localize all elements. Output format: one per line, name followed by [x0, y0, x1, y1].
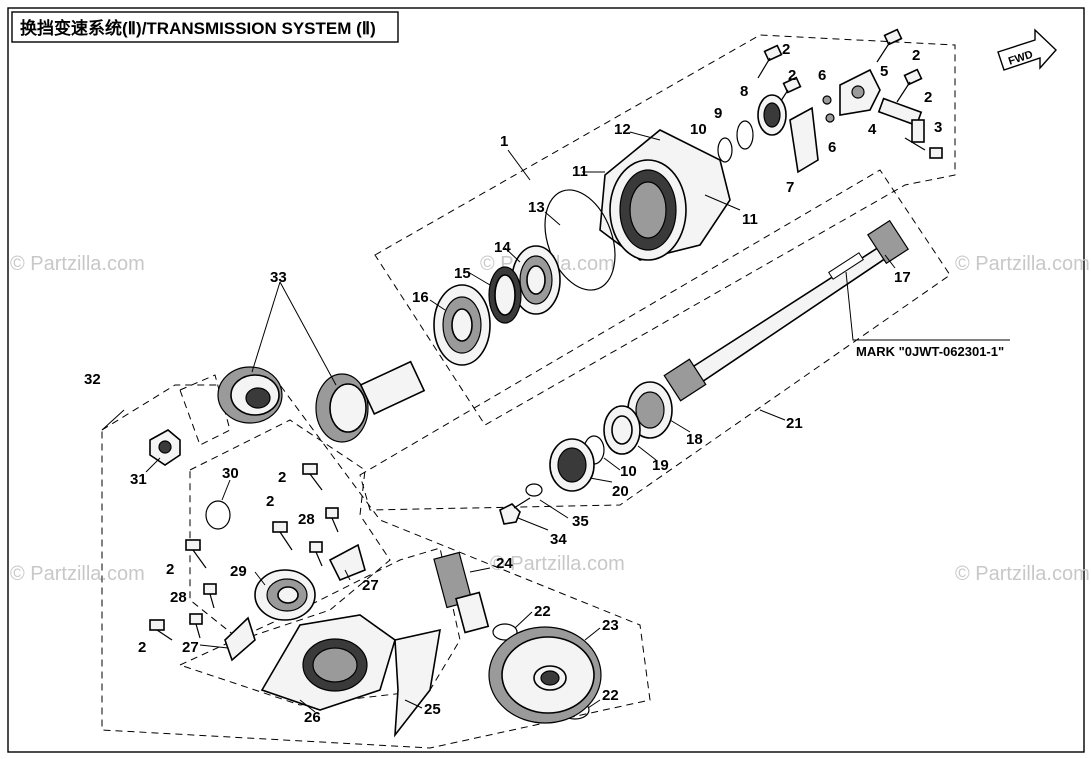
callout-2c: 2 — [912, 47, 920, 64]
callout-27a: 27 — [362, 577, 379, 594]
shift-arm-icon — [839, 68, 925, 143]
output-shaft-icon-24 — [433, 551, 490, 634]
title-box: 换挡变速系统(Ⅱ)/TRANSMISSION SYSTEM (Ⅱ) — [11, 11, 399, 43]
bracket-icon-25 — [394, 628, 441, 738]
callout-29: 29 — [230, 563, 247, 580]
callout-18: 18 — [686, 431, 703, 448]
transmission-housing-icon — [599, 129, 731, 261]
callout-27b: 27 — [182, 639, 199, 656]
callout-21: 21 — [786, 415, 803, 432]
callout-2e: 2 — [278, 469, 286, 486]
group-30-boundary — [189, 419, 391, 641]
callout-25: 25 — [424, 701, 441, 718]
watermark-center-bottom: © Partzilla.com — [490, 553, 625, 575]
callout-35: 35 — [572, 513, 589, 530]
bolt-icon-group — [149, 28, 943, 641]
callout-8: 8 — [740, 83, 748, 100]
washer-icon-35 — [525, 483, 543, 497]
callout-3: 3 — [934, 119, 942, 136]
callout-28a: 28 — [298, 511, 315, 528]
callout-2f: 2 — [266, 493, 274, 510]
mark-label: MARK "0JWT-062301-1" — [856, 344, 1004, 359]
callout-28b: 28 — [170, 589, 187, 606]
lock-plate-icon-27a — [328, 543, 366, 582]
callout-22a: 22 — [534, 603, 551, 620]
bevel-gear-icon-33a — [217, 366, 283, 424]
group-26-boundary — [178, 547, 461, 706]
watermark-right-bottom: © Partzilla.com — [955, 563, 1090, 585]
bearing-icon-14 — [511, 245, 561, 315]
callout-31: 31 — [130, 471, 147, 488]
plate-icon — [789, 106, 819, 174]
callout-11a: 11 — [572, 163, 588, 180]
callout-6b: 6 — [828, 139, 836, 156]
group-21-boundary — [359, 169, 951, 511]
callout-30: 30 — [222, 465, 239, 482]
screw-icon-28b — [203, 583, 217, 595]
diagram-title: 换挡变速系统(Ⅱ)/TRANSMISSION SYSTEM (Ⅱ) — [20, 18, 376, 38]
callout-11b: 11 — [742, 211, 758, 228]
callout-19: 19 — [652, 457, 669, 474]
callout-16: 16 — [412, 289, 429, 306]
diagram-border — [7, 7, 1085, 753]
screw-icon-28a — [325, 507, 339, 519]
callout-2h: 2 — [138, 639, 146, 656]
callout-26: 26 — [304, 709, 321, 726]
callout-32: 32 — [84, 371, 101, 388]
watermark-right-top: © Partzilla.com — [955, 253, 1090, 275]
watermark-left-top: © Partzilla.com — [10, 253, 145, 275]
callout-2a: 2 — [782, 41, 790, 58]
oil-seal-icon-20 — [549, 438, 595, 492]
o-ring-icon-10 — [717, 137, 733, 163]
washer-icon-30 — [205, 500, 231, 530]
callout-7: 7 — [786, 179, 794, 196]
pin-icon-6b — [825, 113, 835, 123]
bevel-gear-icon-33b — [315, 360, 426, 443]
callout-14: 14 — [494, 239, 511, 256]
callout-23: 23 — [602, 617, 619, 634]
nut-icon-31 — [149, 429, 181, 466]
driven-gear-icon-23 — [488, 626, 602, 724]
pin-icon-6a — [822, 95, 832, 105]
callout-20: 20 — [612, 483, 629, 500]
circlip-icon-9 — [736, 120, 754, 150]
circlip-icon-22a — [492, 623, 518, 641]
callout-24: 24 — [496, 555, 513, 572]
callout-6a: 6 — [818, 67, 826, 84]
callout-12: 12 — [614, 121, 631, 138]
callout-33: 33 — [270, 269, 287, 286]
group-1-boundary — [374, 34, 956, 426]
callout-13: 13 — [528, 199, 545, 216]
leader-lines — [101, 131, 896, 713]
callout-10b: 10 — [620, 463, 637, 480]
callout-labels: 1 2 2 2 2 2 2 2 2 3 4 5 6 6 7 8 9 10 11 … — [84, 41, 942, 726]
callout-22b: 22 — [602, 687, 619, 704]
callout-17: 17 — [894, 269, 911, 286]
callout-5: 5 — [880, 63, 888, 80]
drive-shaft-icon-17 — [663, 219, 909, 402]
fwd-arrow-icon: FWD — [997, 28, 1057, 71]
group-32-boundary — [101, 384, 651, 749]
callout-2b: 2 — [788, 67, 796, 84]
bolt-icon-34 — [499, 497, 531, 525]
watermark-left-bottom: © Partzilla.com — [10, 563, 145, 585]
callout-15: 15 — [454, 265, 471, 282]
callout-2g: 2 — [166, 561, 174, 578]
o-ring-icon-13 — [544, 189, 616, 291]
bearing-icon-29 — [254, 569, 316, 621]
callout-34: 34 — [550, 531, 567, 548]
callout-9: 9 — [714, 105, 722, 122]
callout-2d: 2 — [924, 89, 932, 106]
bearing-icon-16 — [433, 284, 491, 366]
callout-1: 1 — [500, 133, 508, 150]
group-31-boundary — [179, 374, 231, 446]
bearing-housing-icon-26 — [260, 614, 396, 711]
mark-leader-line — [845, 271, 1010, 341]
callout-10a: 10 — [690, 121, 707, 138]
lock-plate-icon-27b — [224, 616, 256, 662]
callout-4: 4 — [868, 121, 877, 138]
